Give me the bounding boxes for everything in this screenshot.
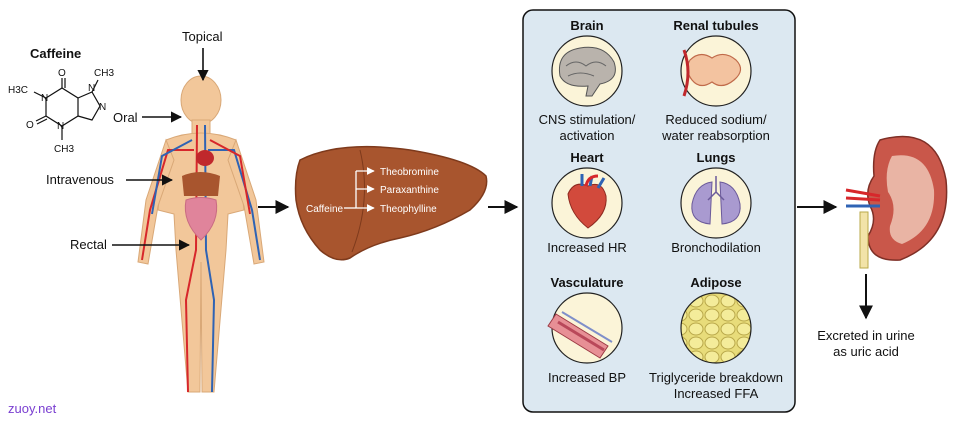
route-label-oral: Oral [113, 110, 138, 125]
oxygen-left: O [26, 120, 34, 131]
human-body-icon [137, 75, 265, 393]
organ-adipose: Adipose Triglyceride breakdown Increased… [649, 275, 783, 401]
watermark: zuoy.net [8, 401, 57, 416]
organ-vasculature: Vasculature Increased BP [547, 275, 626, 385]
organ-title-lungs: Lungs [697, 150, 736, 165]
organ-title-renal-tubules: Renal tubules [673, 18, 758, 33]
organ-title-heart: Heart [570, 150, 604, 165]
organ-title-brain: Brain [570, 18, 603, 33]
organ-heart: Heart Increased HR [547, 150, 626, 255]
organ-renal-tubules: Renal tubules Reduced sodium/ water reab… [661, 18, 770, 143]
organ-effect-adipose-line2: Increased FFA [674, 386, 759, 401]
organ-title-adipose: Adipose [690, 275, 741, 290]
organ-effect-renal-line2: water reabsorption [661, 128, 770, 143]
nitrogen-7: N [88, 83, 95, 94]
nitrogen-9: N [99, 102, 106, 113]
organ-title-vasculature: Vasculature [551, 275, 624, 290]
organ-effect-vasculature: Increased BP [548, 370, 626, 385]
organ-effect-heart: Increased HR [547, 240, 626, 255]
route-label-topical: Topical [182, 29, 223, 44]
methyl-label-bottom: CH3 [54, 144, 74, 155]
nitrogen-1: N [41, 93, 48, 104]
adipose-icon [680, 292, 752, 364]
organ-brain: Brain CNS stimulation/ activation [539, 18, 636, 143]
organ-effect-brain-line1: CNS stimulation/ [539, 112, 636, 127]
organ-effect-renal-line1: Reduced sodium/ [665, 112, 767, 127]
brain-icon [551, 35, 623, 107]
metabolite-paraxanthine: Paraxanthine [380, 185, 439, 196]
organ-lungs: Lungs Bronchodilation [671, 150, 761, 255]
metabolite-theobromine: Theobromine [380, 167, 439, 178]
oxygen-top: O [58, 68, 66, 79]
heart-icon [551, 167, 623, 239]
route-label-rectal: Rectal [70, 237, 107, 252]
organ-effect-lungs: Bronchodilation [671, 240, 761, 255]
excretion-label-line1: Excreted in urine [817, 328, 915, 343]
organ-effect-brain-line2: activation [560, 128, 615, 143]
kidney-icon [845, 135, 948, 269]
organ-effect-adipose-line1: Triglyceride breakdown [649, 370, 783, 385]
caffeine-structure: Caffeine H3C CH3 CH3 O O N N N N [8, 46, 114, 155]
metabolite-theophylline: Theophylline [380, 204, 437, 215]
metabolism-arrows [344, 167, 375, 212]
renal-tubule-icon [680, 35, 752, 107]
caffeine-title: Caffeine [30, 46, 81, 61]
blood-vessel-icon [547, 292, 623, 364]
nitrogen-3: N [57, 121, 64, 132]
methyl-label-top: CH3 [94, 68, 114, 79]
route-arrows [112, 48, 209, 251]
lungs-icon [680, 167, 752, 239]
methyl-label-left: H3C [8, 85, 28, 96]
route-label-intravenous: Intravenous [46, 172, 114, 187]
excretion-label-line2: as uric acid [833, 344, 899, 359]
liver-input-caffeine: Caffeine [306, 204, 344, 215]
liver-icon [294, 145, 488, 261]
